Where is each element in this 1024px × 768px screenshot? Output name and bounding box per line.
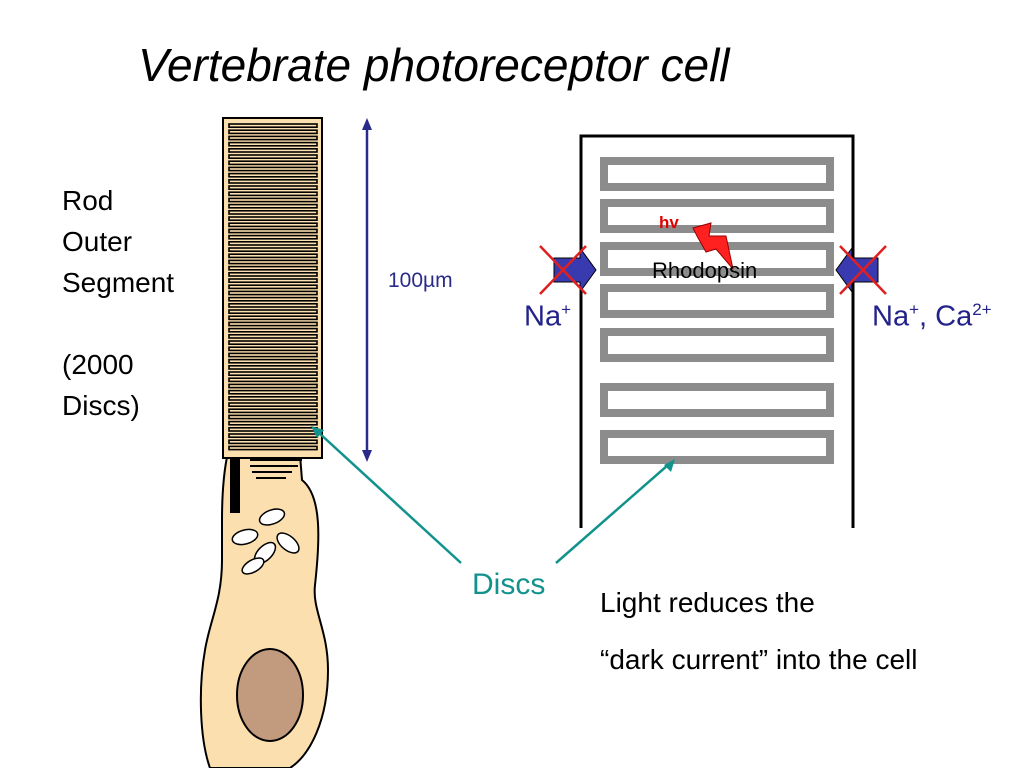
caption-line: Light reduces the <box>600 587 815 618</box>
outer-segment-disc <box>228 340 318 346</box>
outer-segment-disc <box>228 216 318 222</box>
ion-symbol: , Ca <box>919 300 973 333</box>
ion-charge: + <box>561 300 572 319</box>
ion-charge: + <box>909 300 920 319</box>
outer-segment-disc <box>228 123 318 129</box>
outer-segment-disc <box>228 420 318 426</box>
outer-segment-disc <box>228 296 318 302</box>
outer-segment-disc <box>228 321 318 327</box>
outer-segment-disc <box>228 395 318 401</box>
outer-segment-disc <box>228 371 318 377</box>
sodium-calcium-ion-label: Na+, Ca2+ <box>872 300 992 334</box>
connecting-cilium <box>230 458 240 513</box>
outer-segment-disc <box>228 315 318 321</box>
rod-label-line: Rod <box>62 185 114 216</box>
outer-segment-disc <box>228 445 318 451</box>
outer-segment-disc <box>228 346 318 352</box>
magnified-disc <box>600 284 834 318</box>
outer-segment-disc <box>228 228 318 234</box>
magnified-disc <box>600 430 834 464</box>
outer-segment-disc <box>228 135 318 141</box>
rod-label-line: Discs) <box>62 390 140 421</box>
outer-segment-disc <box>228 241 318 246</box>
magnified-disc <box>600 383 834 417</box>
outer-segment-disc <box>228 408 318 414</box>
outer-segment-disc <box>228 191 318 197</box>
caption: Light reduces the “dark current” into th… <box>600 574 917 688</box>
discs-label: Discs <box>472 568 546 601</box>
sodium-ion-label: Na+ <box>524 300 571 334</box>
outer-segment-disc <box>228 389 318 395</box>
caption-line: “dark current” into the cell <box>600 644 918 675</box>
outer-segment-disc <box>228 172 318 178</box>
outer-segment-disc <box>228 333 318 339</box>
ion-symbol: Na <box>872 300 910 333</box>
outer-segment-disc <box>228 271 318 277</box>
outer-segment-disc <box>228 253 318 259</box>
outer-segment-disc <box>228 154 318 160</box>
magnified-discs <box>600 157 834 464</box>
outer-segment-disc <box>228 141 318 147</box>
outer-segment-disc <box>228 148 318 153</box>
outer-segment-disc <box>228 284 318 290</box>
rod-label-spacer <box>62 303 174 344</box>
mitochondria <box>231 508 300 575</box>
outer-segment-disc <box>228 377 318 383</box>
page-title: Vertebrate photoreceptor cell <box>138 39 730 91</box>
outer-segment-disc <box>228 358 318 364</box>
outer-segment-discs <box>228 123 318 451</box>
outer-segment-disc <box>228 222 318 228</box>
outer-segment-disc <box>228 439 318 445</box>
outer-segment-disc <box>228 129 318 135</box>
rhodopsin-label: Rhodopsin <box>652 258 758 283</box>
ion-charge: 2+ <box>972 300 992 319</box>
outer-segment-disc <box>228 327 318 333</box>
scale-label: 100µm <box>388 269 453 292</box>
right-channel-arrow-icon <box>835 245 887 295</box>
rod-label-line: (2000 <box>62 349 134 380</box>
outer-segment-disc <box>228 414 318 420</box>
outer-segment-disc <box>228 290 318 296</box>
outer-segment-disc <box>228 302 318 308</box>
outer-segment-disc <box>228 160 318 166</box>
ion-symbol: Na <box>524 300 562 333</box>
hv-label: hv <box>659 213 679 232</box>
outer-segment-disc <box>228 259 318 265</box>
left-channel-arrow-icon <box>539 245 597 295</box>
outer-segment-disc <box>228 210 318 215</box>
discs-pointer-lines <box>311 426 675 564</box>
magnified-disc <box>600 157 834 191</box>
outer-segment-disc <box>228 234 318 240</box>
scale-arrow <box>362 118 372 462</box>
lightning-bolt-icon <box>692 222 734 270</box>
rod-outer-segment-label: Rod Outer Segment (2000 Discs) <box>62 180 174 426</box>
magnified-disc <box>600 199 834 233</box>
nucleus <box>236 648 304 742</box>
magnified-disc <box>600 328 834 362</box>
outer-segment-disc <box>228 352 318 358</box>
outer-segment-disc <box>228 265 318 271</box>
outer-segment-disc <box>228 203 318 209</box>
outer-segment-disc <box>228 364 318 370</box>
outer-segment-disc <box>228 166 318 172</box>
outer-segment-disc <box>228 383 318 389</box>
outer-segment-disc <box>228 278 318 284</box>
outer-segment-disc <box>228 247 318 253</box>
rod-label-line: Outer <box>62 226 133 257</box>
outer-segment-disc <box>228 185 318 191</box>
rod-label-line: Segment <box>62 267 175 298</box>
outer-segment-disc <box>228 179 318 184</box>
magnified-membrane <box>579 134 855 528</box>
outer-segment-disc <box>228 197 318 203</box>
basal-discs <box>250 459 302 479</box>
outer-segment-disc <box>228 402 318 408</box>
outer-segment-disc <box>228 309 318 315</box>
